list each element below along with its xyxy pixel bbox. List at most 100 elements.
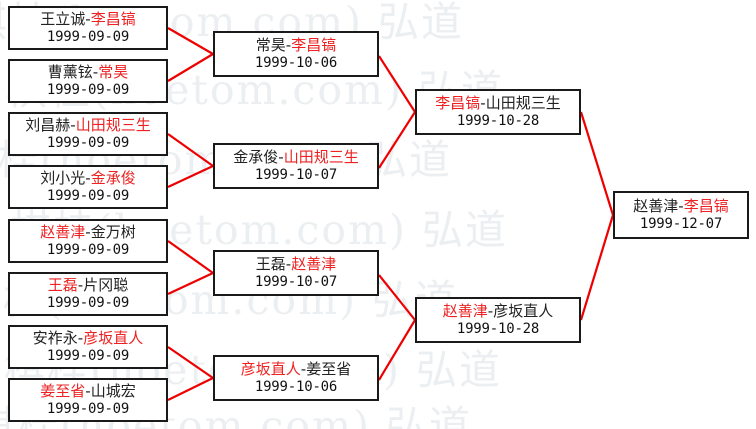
player-right: 常昊 bbox=[98, 62, 129, 81]
match-box-r1-5: 王磊-片冈聪 1999-09-09 bbox=[8, 272, 168, 316]
connector-r1-4 bbox=[167, 240, 214, 274]
match-players: 常昊-李昌镐 bbox=[255, 35, 337, 54]
player-right: 金承俊 bbox=[90, 168, 136, 187]
match-date: 1999-09-09 bbox=[46, 242, 130, 259]
name-separator: - bbox=[92, 62, 99, 81]
match-box-final: 赵善津-李昌镐 1999-12-07 bbox=[613, 191, 749, 239]
player-left: 赵善津 bbox=[442, 301, 488, 320]
connector-r1-7 bbox=[167, 377, 214, 401]
match-players: 李昌镐-山田规三生 bbox=[435, 93, 561, 112]
connector-r1-5 bbox=[167, 272, 214, 295]
connector-r2-1 bbox=[378, 111, 416, 169]
match-players: 王立诚-李昌镐 bbox=[40, 9, 136, 28]
connector-r2-0 bbox=[378, 55, 416, 113]
name-separator: - bbox=[85, 9, 91, 28]
match-date: 1999-10-06 bbox=[254, 55, 338, 72]
match-box-r2-2: 王磊-赵善津 1999-10-07 bbox=[213, 250, 379, 296]
connector-r1-3 bbox=[167, 165, 214, 188]
player-left: 刘小光 bbox=[40, 168, 86, 187]
player-left: 王磊 bbox=[47, 275, 78, 294]
name-separator: - bbox=[678, 196, 684, 215]
name-separator: - bbox=[278, 147, 284, 166]
player-left: 李昌镐 bbox=[435, 93, 481, 112]
player-right: 山城宏 bbox=[90, 381, 136, 400]
match-date: 1999-09-09 bbox=[46, 188, 130, 205]
connector-r1-0 bbox=[167, 27, 214, 55]
match-box-r2-3: 彦坂直人-姜至省 1999-10-06 bbox=[213, 355, 379, 401]
connector-r3-0 bbox=[579, 111, 615, 216]
match-date: 1999-09-09 bbox=[46, 135, 130, 152]
player-right: 李昌镐 bbox=[291, 35, 337, 54]
connector-r3-1 bbox=[579, 214, 615, 321]
name-separator: - bbox=[300, 359, 307, 378]
player-left: 姜至省 bbox=[40, 381, 86, 400]
player-right: 李昌镐 bbox=[90, 9, 136, 28]
match-date: 1999-09-09 bbox=[46, 401, 130, 418]
match-box-r2-1: 金承俊-山田规三生 1999-10-07 bbox=[213, 143, 379, 189]
player-left: 王磊 bbox=[255, 254, 286, 273]
name-separator: - bbox=[285, 35, 292, 54]
player-right: 金万树 bbox=[90, 222, 136, 241]
player-right: 赵善津 bbox=[291, 254, 337, 273]
match-date: 1999-09-09 bbox=[46, 29, 130, 46]
match-date: 1999-09-09 bbox=[46, 348, 130, 365]
match-players: 刘昌赫-山田规三生 bbox=[25, 116, 150, 134]
name-separator: - bbox=[85, 168, 91, 187]
match-date: 1999-10-28 bbox=[456, 113, 540, 130]
player-left: 王立诚 bbox=[40, 9, 86, 28]
match-date: 1999-10-06 bbox=[254, 379, 338, 396]
match-box-r2-0: 常昊-李昌镐 1999-10-06 bbox=[213, 31, 379, 77]
connector-r2-2 bbox=[378, 274, 416, 321]
match-box-r1-2: 刘昌赫-山田规三生 1999-09-09 bbox=[8, 112, 168, 156]
match-players: 刘小光-金承俊 bbox=[40, 168, 136, 187]
match-date: 1999-10-28 bbox=[456, 321, 540, 338]
match-players: 王磊-赵善津 bbox=[255, 254, 337, 273]
player-right: 彦坂直人 bbox=[83, 328, 144, 347]
match-players: 姜至省-山城宏 bbox=[40, 381, 136, 400]
match-players: 金承俊-山田规三生 bbox=[233, 147, 358, 166]
match-players: 曹薰铉-常昊 bbox=[47, 62, 129, 81]
match-date: 1999-12-07 bbox=[639, 216, 723, 233]
match-players: 安祚永-彦坂直人 bbox=[32, 328, 144, 347]
match-box-r1-3: 刘小光-金承俊 1999-09-09 bbox=[8, 165, 168, 209]
player-right: 姜至省 bbox=[306, 359, 352, 378]
player-left: 彦坂直人 bbox=[240, 359, 301, 378]
match-players: 王磊-片冈聪 bbox=[47, 275, 129, 294]
match-box-r3-0: 李昌镐-山田规三生 1999-10-28 bbox=[415, 89, 581, 135]
match-box-r3-1: 赵善津-彦坂直人 1999-10-28 bbox=[415, 297, 581, 343]
match-box-r1-1: 曹薰铉-常昊 1999-09-09 bbox=[8, 59, 168, 103]
player-left: 金承俊 bbox=[233, 147, 279, 166]
player-right: 李昌镐 bbox=[683, 196, 729, 215]
match-date: 1999-09-09 bbox=[46, 82, 130, 99]
name-separator: - bbox=[77, 328, 84, 347]
player-left: 曹薰铉 bbox=[47, 62, 93, 81]
match-players: 赵善津-彦坂直人 bbox=[442, 301, 554, 320]
match-date: 1999-10-07 bbox=[254, 167, 338, 184]
match-box-r1-4: 赵善津-金万树 1999-09-09 bbox=[8, 219, 168, 263]
connector-r1-1 bbox=[167, 53, 214, 82]
name-separator: - bbox=[285, 254, 292, 273]
player-left: 赵善津 bbox=[633, 196, 679, 215]
connector-r1-2 bbox=[167, 133, 214, 167]
name-separator: - bbox=[480, 93, 486, 112]
match-players: 赵善津-金万树 bbox=[40, 222, 136, 241]
player-left: 常昊 bbox=[255, 35, 286, 54]
name-separator: - bbox=[85, 222, 91, 241]
match-players: 彦坂直人-姜至省 bbox=[240, 359, 352, 378]
player-right: 片冈聪 bbox=[83, 275, 129, 294]
connector-r2-3 bbox=[378, 319, 416, 381]
match-box-r1-6: 安祚永-彦坂直人 1999-09-09 bbox=[8, 325, 168, 369]
connector-r1-6 bbox=[167, 346, 214, 379]
match-date: 1999-09-09 bbox=[46, 295, 130, 312]
player-right: 山田规三生 bbox=[485, 93, 561, 112]
player-left: 安祚永 bbox=[32, 328, 78, 347]
player-right: 彦坂直人 bbox=[493, 301, 554, 320]
match-box-r1-0: 王立诚-李昌镐 1999-09-09 bbox=[8, 6, 168, 50]
match-box-r1-7: 姜至省-山城宏 1999-09-09 bbox=[8, 378, 168, 422]
match-date: 1999-10-07 bbox=[254, 274, 338, 291]
player-left: 赵善津 bbox=[40, 222, 86, 241]
name-separator: - bbox=[77, 275, 84, 294]
name-separator: - bbox=[487, 301, 494, 320]
match-players: 赵善津-李昌镐 bbox=[633, 196, 729, 215]
